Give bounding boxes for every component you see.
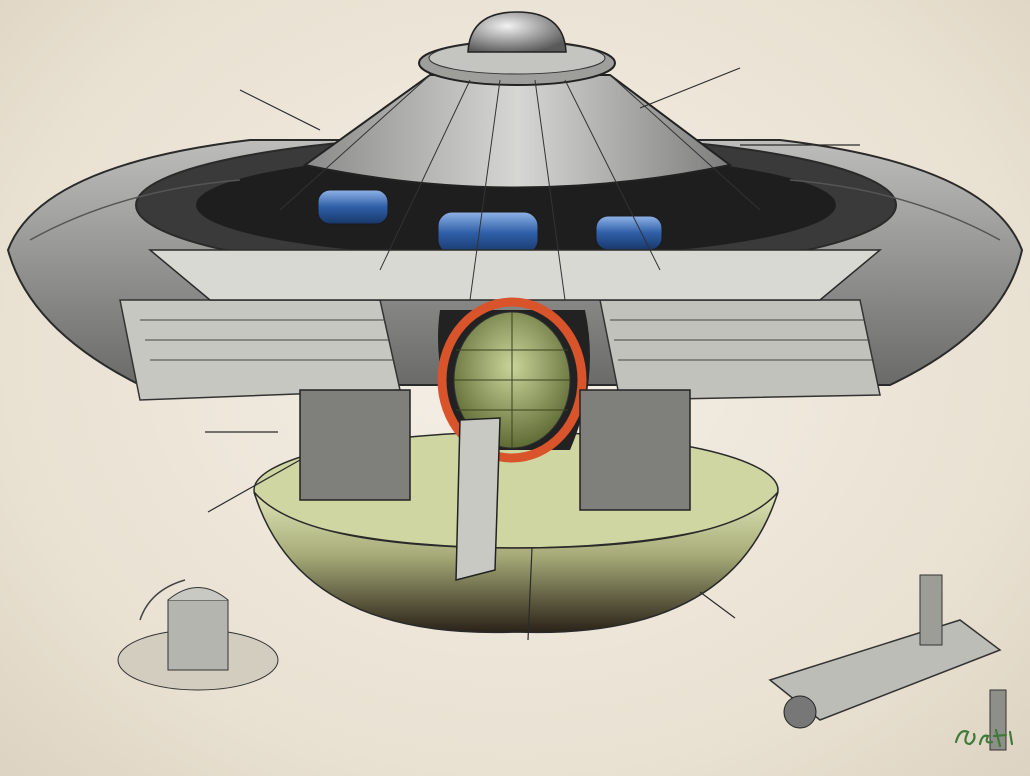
reactor-core [437,297,590,463]
main-deck [147,249,883,301]
coolant-cylinders [317,189,663,255]
support-pillars [299,389,691,581]
rigging-wires [279,74,761,301]
detail-hatch [117,579,279,691]
leader-lines [205,67,860,641]
upper-cone [302,40,733,189]
detail-landing-gear [768,574,1007,751]
signature-logo-icon [954,728,1014,748]
top-dome [467,11,567,53]
